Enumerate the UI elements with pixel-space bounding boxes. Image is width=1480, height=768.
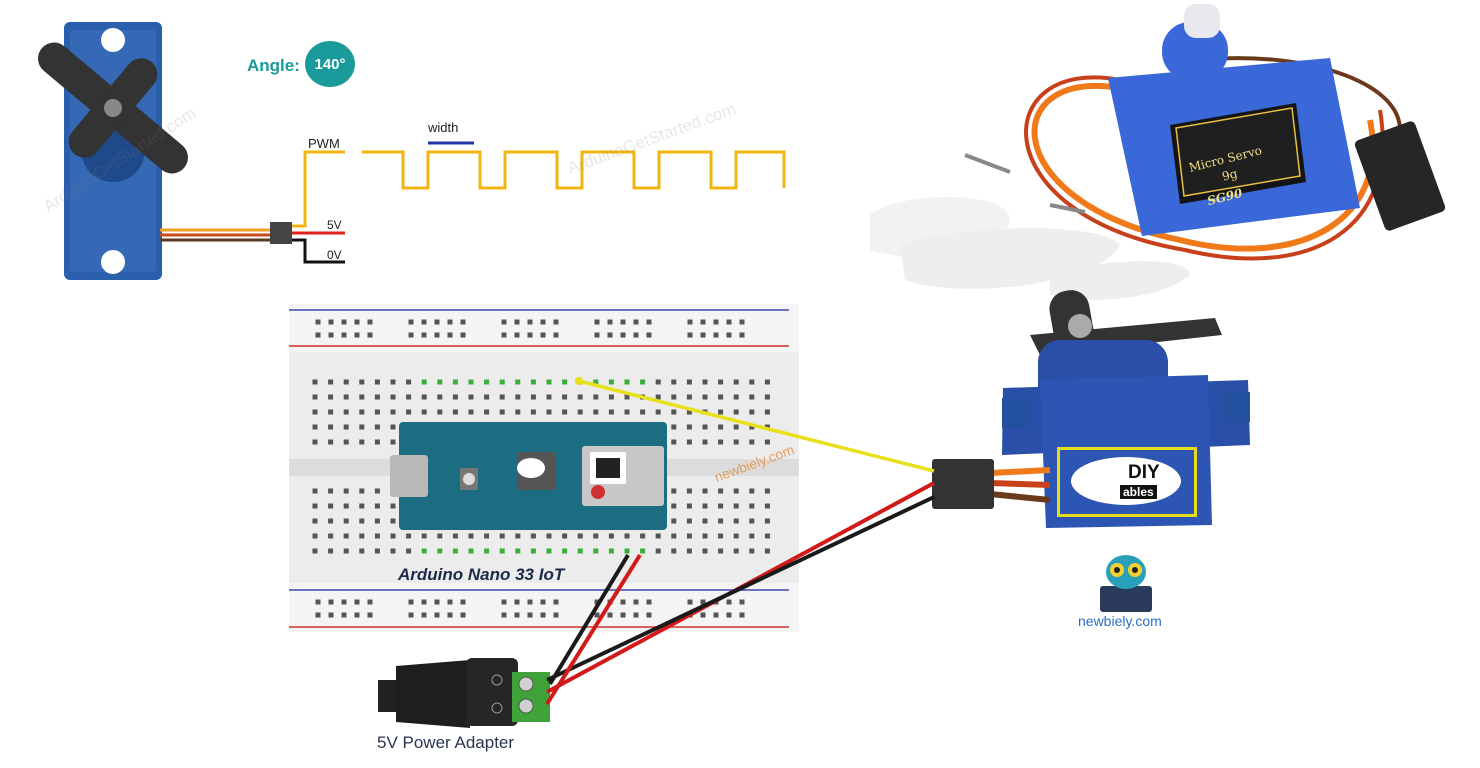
reset-button — [463, 473, 475, 485]
angle-value-badge: 140° — [305, 41, 355, 87]
board-label: Arduino Nano 33 IoT — [398, 565, 565, 584]
arduino-nano-board — [390, 422, 667, 530]
servo-motor — [1002, 290, 1250, 528]
servo-connector — [932, 459, 1051, 509]
power-adapter-label: 5V Power Adapter — [377, 733, 515, 752]
pwm-waveform — [362, 141, 786, 190]
pwm-label: PWM — [308, 136, 340, 151]
newbiely-owl-logo — [1100, 555, 1152, 612]
servo-brand-bottom: ables — [1120, 485, 1157, 499]
servo-gnd-wire — [546, 495, 935, 682]
width-label: width — [428, 120, 459, 135]
0v-label: 0V — [327, 248, 342, 262]
board-gnd-wire — [548, 553, 630, 686]
usb-connector — [390, 455, 428, 497]
angle-label: Angle: — [247, 56, 300, 75]
power-adapter — [378, 658, 550, 728]
wires — [545, 377, 935, 706]
signal-wire — [578, 379, 935, 473]
5v-label: 5V — [327, 218, 342, 232]
board-vin-wire — [545, 553, 642, 706]
breadboard-holes — [312, 319, 770, 618]
servo-brand-top: DIY — [1128, 462, 1160, 483]
sg90-photo — [870, 4, 1446, 300]
brand-site-label: newbiely.com — [1078, 613, 1162, 629]
servo-illustration — [38, 22, 292, 280]
servo-brand-frame — [1057, 447, 1197, 517]
signal-lines — [292, 150, 345, 264]
